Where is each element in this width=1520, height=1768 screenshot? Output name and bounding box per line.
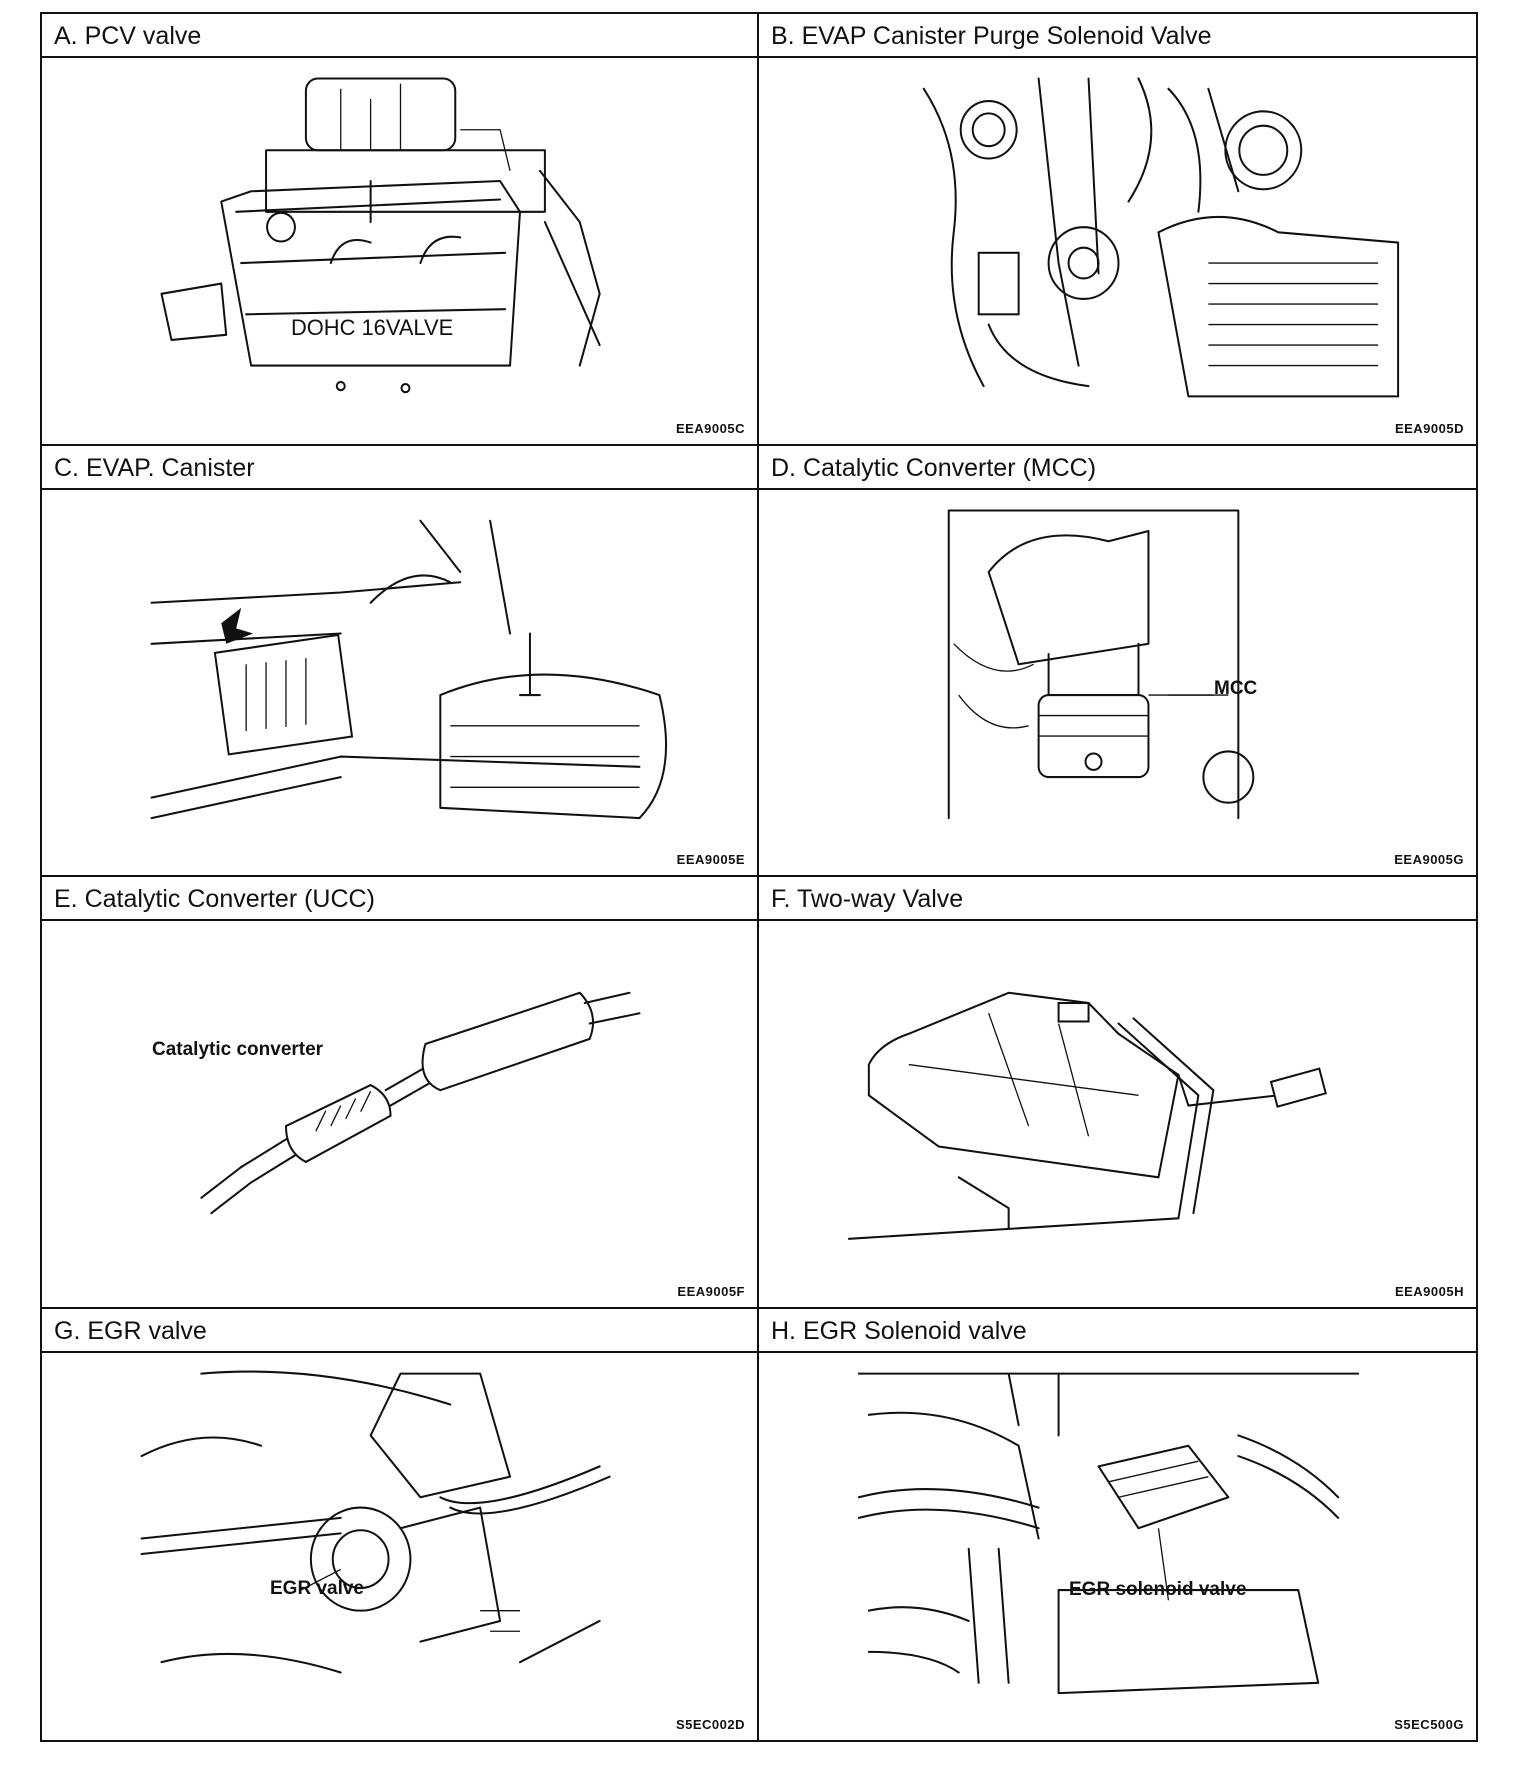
egr-valve-drawing: [140, 1370, 611, 1674]
fuel-tank-illustration: EEA9005H: [759, 921, 1476, 1307]
canister-illustration: EEA9005E: [42, 490, 757, 876]
panel-mcc: D. Catalytic Converter (MCC) MCC EEA9005…: [759, 446, 1476, 877]
figure-code: EEA9005F: [677, 1283, 745, 1299]
figure-code: S5EC002D: [675, 1717, 745, 1732]
figure-code: EEA9005G: [1394, 852, 1464, 867]
egr-valve-callout: EGR valve: [270, 1577, 364, 1599]
figure-code: EEA9005D: [1394, 420, 1464, 436]
panel-title: B. EVAP Canister Purge Solenoid Valve: [759, 14, 1476, 58]
panel-title: D. Catalytic Converter (MCC): [759, 446, 1476, 490]
panel-two-way-valve: F. Two-way Valve EEA9005H: [759, 877, 1476, 1309]
purge-solenoid-illustration: EEA9005D: [759, 58, 1476, 444]
egr-solenoid-callout: EGR solenoid valve: [1069, 1578, 1247, 1600]
exhaust-drawing: [200, 991, 641, 1215]
panel-title: G. EGR valve: [42, 1309, 757, 1353]
purge-solenoid-drawing: [922, 77, 1400, 398]
catalytic-converter-callout: Catalytic converter: [152, 1039, 324, 1060]
engine-drawing: DOHC 16VALVE: [160, 77, 601, 394]
engine-label: DOHC 16VALVE: [291, 315, 453, 340]
fuel-tank-drawing: [847, 991, 1327, 1240]
ucc-illustration: Catalytic converter EEA9005F: [42, 921, 757, 1307]
figure-code: S5EC500G: [1394, 1717, 1464, 1732]
panel-evap-canister: C. EVAP. Canister EEA9005E: [42, 445, 759, 877]
panel-title: C. EVAP. Canister: [42, 446, 757, 490]
panel-ucc: E. Catalytic Converter (UCC) Catalytic c…: [42, 877, 759, 1309]
figure-code: EEA9005H: [1394, 1283, 1464, 1299]
mcc-callout: MCC: [1214, 677, 1258, 699]
engine-illustration: DOHC 16VALVE EEA9005C: [42, 58, 757, 444]
panel-pcv-valve: A. PCV valve DOHC 16VALVE EEA9005C: [42, 14, 759, 446]
panel-title: F. Two-way Valve: [759, 877, 1476, 921]
panel-egr-valve: G. EGR valve EGR valve S5EC002D: [42, 1308, 759, 1741]
egr-valve-illustration: EGR valve S5EC002D: [42, 1353, 757, 1741]
canister-drawing: [150, 519, 668, 819]
mcc-illustration: MCC EEA9005G: [759, 490, 1476, 876]
egr-solenoid-drawing: [857, 1372, 1360, 1694]
figure-code: EEA9005E: [676, 852, 745, 867]
mcc-drawing: [947, 508, 1255, 819]
figure-code: EEA9005C: [675, 420, 745, 436]
panel-title: E. Catalytic Converter (UCC): [42, 877, 757, 921]
egr-solenoid-illustration: EGR solenoid valve S5EC500G: [759, 1353, 1476, 1741]
component-location-sheet: A. PCV valve DOHC 16VALVE EEA9005C B. EV…: [40, 12, 1478, 1742]
panel-title: A. PCV valve: [42, 14, 757, 58]
panel-title: H. EGR Solenoid valve: [759, 1309, 1476, 1353]
panel-egr-solenoid: H. EGR Solenoid valve EGR solenoid valve…: [759, 1309, 1476, 1741]
panel-purge-solenoid: B. EVAP Canister Purge Solenoid Valve EE…: [759, 14, 1476, 446]
